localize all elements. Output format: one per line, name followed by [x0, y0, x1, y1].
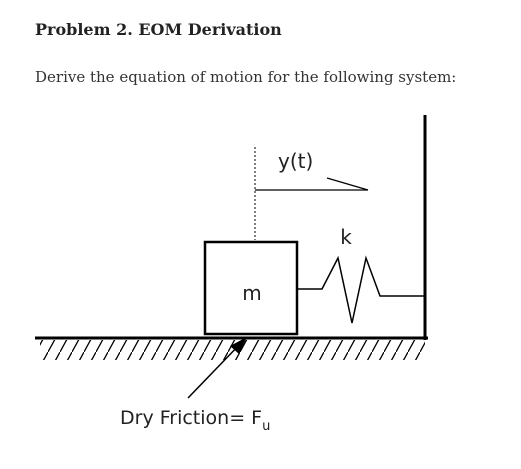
mass-block: [203, 240, 299, 336]
displacement-label: y(t): [278, 149, 313, 173]
problem-heading: Problem 2. EOM Derivation: [35, 20, 282, 39]
problem-prompt: Derive the equation of motion for the fo…: [35, 68, 457, 86]
ground-hatching: [40, 340, 425, 360]
mass-label: m: [242, 281, 261, 305]
displacement-arrow: [255, 177, 369, 191]
friction-label: Dry Friction= Fu: [120, 407, 270, 434]
friction-arrow: [187, 337, 247, 399]
spring-label: k: [340, 225, 352, 249]
spring: [297, 255, 426, 324]
